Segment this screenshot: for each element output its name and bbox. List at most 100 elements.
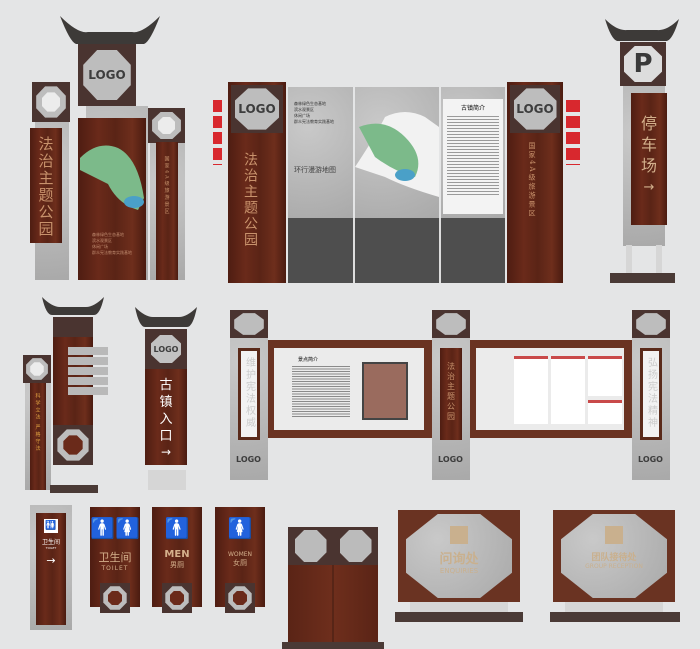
map-item: 休闲广场: [294, 113, 310, 118]
group-en: GROUP RECEPTION: [585, 563, 643, 570]
bin-body: [288, 565, 378, 642]
arrow-right-icon: →: [160, 445, 172, 459]
bin-top: [288, 527, 378, 565]
leg: [626, 245, 632, 273]
right-column: LOGO 国家4A级旅游景区: [507, 82, 563, 283]
park-title: 法治主题公园: [36, 136, 55, 238]
intro-title: 古镇简介: [460, 105, 485, 112]
toilet-icon: 🚻: [44, 519, 58, 533]
column-title: 法治主题公园: [242, 152, 258, 248]
map-item: 群众宪法教育实践基地: [294, 119, 334, 124]
slogan-text: 科学立法 严格守法: [34, 393, 41, 453]
intro-board: 景点简介: [266, 340, 432, 438]
map-item: 滨水观景区: [92, 238, 112, 243]
scenic-label: 国家4A级旅游景区: [163, 156, 170, 216]
red-tabs-left: [213, 100, 222, 165]
woman-icon: 🚺: [227, 516, 253, 540]
logo-text: LOGO: [516, 101, 554, 116]
map-item: 群众宪法教育实践基地: [92, 250, 132, 255]
men-en: MEN: [164, 549, 190, 560]
left-column: LOGO 法治主题公园: [228, 82, 286, 283]
intro-title: 景点简介: [298, 357, 319, 363]
parking-panel: 停车场 →: [631, 93, 667, 225]
map-title: 环行漫游地图: [294, 166, 336, 174]
parking-title: 停车场: [640, 114, 657, 175]
red-tabs-right: [566, 100, 580, 165]
group-icon: [605, 526, 623, 544]
scenic-panel: 国家4A级旅游景区: [156, 142, 178, 280]
roof-icon: [605, 19, 679, 41]
gallery-pillar-left: 维护宪法权威 LOGO: [230, 310, 268, 480]
info-icon: [450, 526, 468, 544]
roof-icon: [42, 297, 104, 315]
parking-symbol-frame: P: [620, 42, 666, 86]
toilet-cn: 卫生间: [98, 551, 132, 564]
center-title: 法治主题公园: [446, 362, 456, 422]
arrow-right-icon: →: [46, 554, 56, 567]
right-slogan: 弘扬宪法精神: [645, 357, 657, 429]
group-cn: 团队接待处: [591, 553, 637, 563]
logo-text: LOGO: [438, 455, 463, 464]
logo-text: LOGO: [236, 455, 261, 464]
base: [565, 602, 663, 612]
unisex-toilet-icon: 🚹🚺: [90, 516, 140, 540]
logo-text: LOGO: [153, 344, 179, 354]
map-item: 休闲广场: [92, 244, 108, 249]
women-cn: 女厕: [233, 559, 247, 567]
toilet-en: TOILET: [101, 565, 129, 572]
enquiries-cn: 问询处: [439, 552, 479, 567]
roof-icon: [60, 16, 160, 44]
octagon-frame: [53, 425, 93, 465]
leg: [656, 245, 662, 273]
octagon-frame: [100, 583, 130, 613]
octagon-frame: [162, 583, 192, 613]
arrow-right-icon: →: [643, 180, 655, 195]
base: [410, 602, 508, 612]
right-octagon-frame: [148, 108, 185, 143]
women-en: WOMEN: [227, 551, 253, 558]
scenic-picture: [362, 362, 408, 420]
board-panel-1: 森林绿色生态基地 滨水观景区 休闲广场 群众宪法教育实践基地 环行漫游地图: [288, 87, 353, 218]
scenic-label: 国家4A级旅游景区: [528, 142, 536, 219]
map-item: 森林绿色生态基地: [294, 101, 326, 106]
map-item: 森林绿色生态基地: [92, 232, 124, 237]
notice-board: [468, 340, 632, 438]
man-icon: 🚹: [164, 516, 190, 540]
gallery-pillar-center: 法治主题公园 LOGO: [432, 310, 470, 480]
toilet-cn: 卫生间: [41, 539, 60, 546]
map-panel: 森林绿色生态基地 滨水观景区 休闲广场 群众宪法教育实践基地: [78, 118, 146, 280]
logo-text: LOGO: [238, 101, 276, 116]
logo-text: LOGO: [638, 455, 663, 464]
left-slogan: 维护宪法权威: [243, 357, 255, 429]
left-octagon-frame: [32, 82, 70, 122]
octagon-frame: [225, 583, 255, 613]
map-icon: [80, 145, 144, 210]
direction-arrows: [68, 347, 108, 395]
toilet-en: TOILET: [45, 546, 57, 550]
logo-frame: LOGO: [145, 329, 187, 369]
base: [50, 485, 98, 493]
base: [395, 612, 523, 622]
octagon-frame: [23, 355, 51, 383]
base: [610, 273, 675, 283]
base: [550, 612, 680, 622]
group-reception-sign: 团队接待处 GROUP RECEPTION: [553, 510, 675, 602]
slogan-panel: 科学立法 严格守法: [30, 383, 46, 490]
map-item: 滨水观景区: [294, 107, 314, 112]
base: [148, 470, 186, 490]
roof-icon: [135, 307, 197, 327]
gallery-pillar-right: 弘扬宪法精神 LOGO: [632, 310, 670, 480]
logo-text: LOGO: [88, 67, 126, 82]
base: [282, 642, 384, 649]
enquiries-en: ENQUIRIES: [439, 567, 479, 575]
board-panel-2: [355, 87, 439, 218]
toilet-pillar: 🚻 卫生间 TOILET →: [30, 505, 72, 630]
men-cn: 男厕: [170, 561, 184, 569]
entrance-title: 古镇入口: [159, 378, 173, 444]
map-icon: [355, 112, 439, 197]
entrance-panel: 古镇入口 →: [145, 369, 187, 465]
board-panel-3: 古镇简介: [441, 87, 505, 218]
park-title-panel: 法治主题公园: [30, 128, 62, 243]
parking-icon: P: [633, 48, 653, 79]
enquiries-sign: 问询处 ENQUIRIES: [398, 510, 520, 602]
